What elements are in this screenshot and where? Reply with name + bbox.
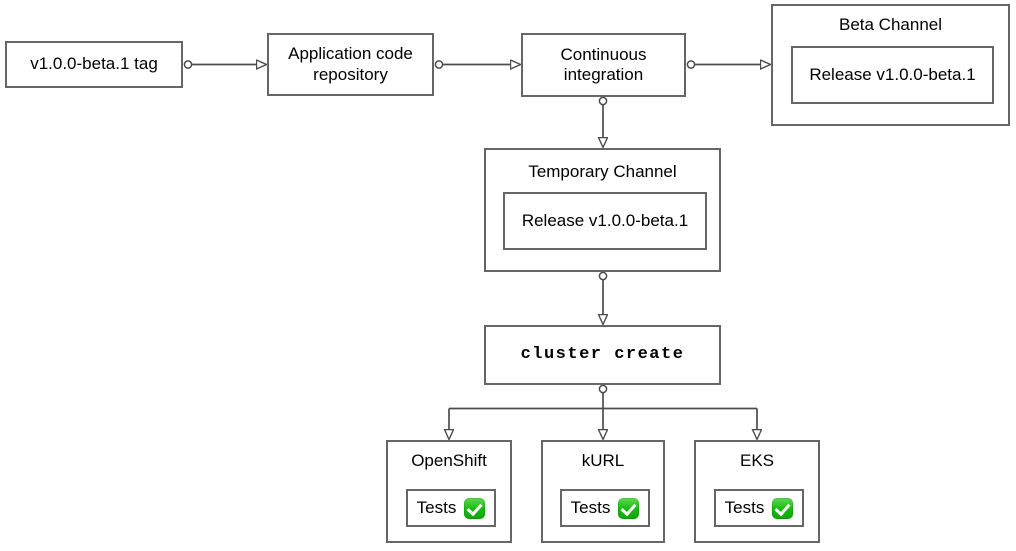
node-application-code-repository[interactable]: Application code repository [267, 33, 434, 96]
node-version-tag-label: v1.0.0-beta.1 tag [30, 54, 158, 74]
node-openshift[interactable]: OpenShift Tests [386, 440, 512, 543]
green-check-icon [464, 497, 486, 519]
kurl-tests-box[interactable]: Tests [560, 489, 650, 527]
openshift-title: OpenShift [411, 451, 487, 470]
green-check-icon [618, 497, 640, 519]
openshift-tests-label: Tests [416, 497, 457, 517]
kurl-tests-label: Tests [570, 497, 611, 517]
beta-channel-release-label: Release v1.0.0-beta.1 [809, 64, 976, 84]
node-application-code-repository-label: Application code repository [288, 44, 413, 84]
temporary-channel-release-box[interactable]: Release v1.0.0-beta.1 [503, 192, 707, 250]
eks-tests-box[interactable]: Tests [714, 489, 804, 527]
eks-title: EKS [739, 451, 775, 470]
node-kurl[interactable]: kURL Tests [541, 440, 665, 543]
node-temporary-channel[interactable]: Temporary Channel Release v1.0.0-beta.1 [484, 148, 721, 272]
beta-channel-title: Beta Channel [838, 15, 943, 34]
edge-tag-to-repo [183, 61, 266, 68]
edge-cluster-create-branch [449, 384, 757, 439]
eks-tests-label: Tests [724, 497, 765, 517]
node-continuous-integration-label: Continuous integration [560, 44, 647, 84]
node-continuous-integration[interactable]: Continuous integration [521, 33, 686, 97]
edge-ci-to-temporary-channel [599, 96, 606, 147]
edge-repo-to-ci [434, 61, 520, 68]
node-beta-channel[interactable]: Beta Channel Release v1.0.0-beta.1 [771, 4, 1010, 126]
edge-temporary-channel-to-cluster-create [599, 271, 606, 324]
node-cluster-create-label: cluster create [520, 344, 685, 364]
node-eks[interactable]: EKS Tests [694, 440, 820, 543]
edge-ci-to-beta-channel [686, 61, 770, 68]
kurl-title: kURL [581, 451, 625, 470]
temporary-channel-release-label: Release v1.0.0-beta.1 [521, 210, 689, 230]
node-version-tag[interactable]: v1.0.0-beta.1 tag [5, 41, 183, 88]
temporary-channel-title: Temporary Channel [528, 162, 677, 181]
green-check-icon [772, 497, 794, 519]
beta-channel-release-box[interactable]: Release v1.0.0-beta.1 [791, 46, 994, 104]
openshift-tests-box[interactable]: Tests [406, 489, 496, 527]
node-cluster-create[interactable]: cluster create [484, 325, 721, 385]
